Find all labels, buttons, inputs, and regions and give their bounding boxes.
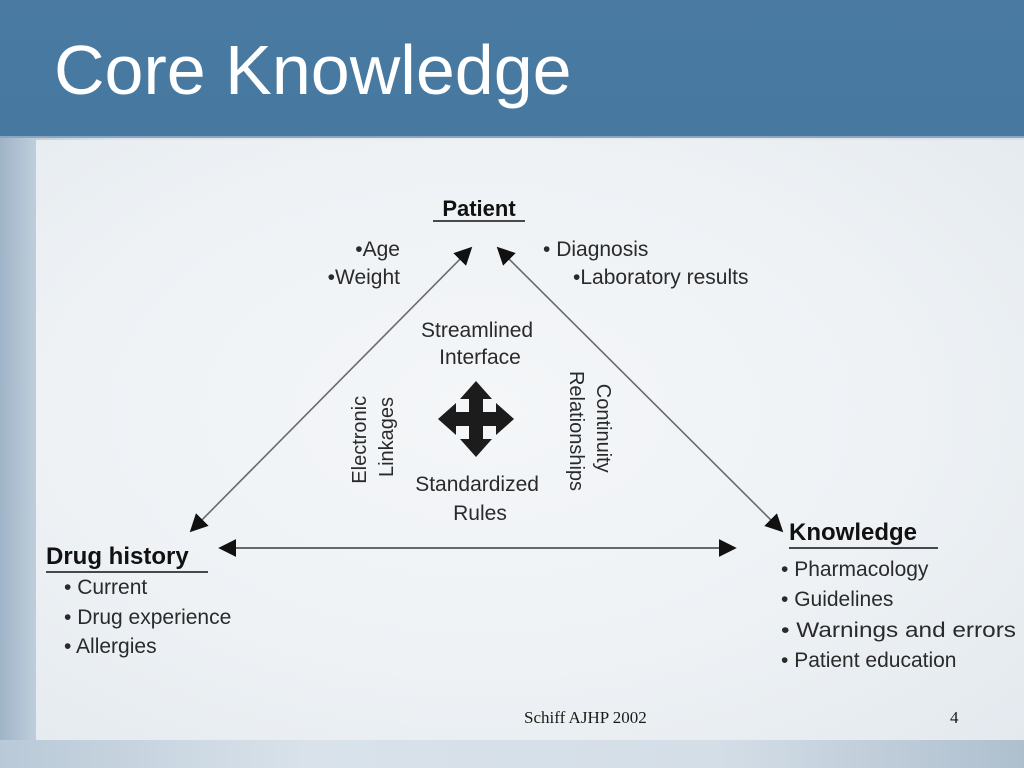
- center-top-label: Streamlined Interface: [421, 319, 539, 369]
- patient-item-weight: Weight: [335, 266, 400, 289]
- svg-text:• Current: • Current: [64, 576, 147, 599]
- svg-text:• Diagnosis: • Diagnosis: [543, 238, 648, 261]
- bullet-icon: •: [355, 238, 362, 261]
- knowledge-item: Warnings and errors: [796, 619, 1016, 642]
- center-top-line: Streamlined: [421, 319, 533, 342]
- footer-citation: Schiff AJHP 2002: [524, 708, 647, 727]
- center-top-line: Interface: [439, 346, 521, 369]
- node-knowledge-label: Knowledge: [789, 519, 917, 546]
- center-bottom-line: Rules: [453, 502, 507, 525]
- svg-text:• Pharmacology: • Pharmacology: [781, 558, 929, 581]
- bullet-icon: •: [328, 266, 335, 289]
- bullet-icon: •: [64, 635, 76, 658]
- svg-text:•Weight: •Weight: [328, 266, 401, 289]
- edge-right-line: Relationships: [565, 371, 587, 491]
- page-number: 4: [950, 708, 959, 727]
- bullet-icon: •: [781, 619, 796, 642]
- bottom-bar: [0, 740, 1024, 768]
- svg-text:•Age: •Age: [355, 238, 400, 261]
- bullet-icon: •: [543, 238, 556, 261]
- edge-left-line: Linkages: [376, 397, 398, 477]
- bullet-icon: •: [781, 588, 794, 611]
- slide-title: Core Knowledge: [54, 31, 572, 109]
- drug-history-item: Allergies: [76, 635, 157, 658]
- drug-history-item: Current: [77, 576, 147, 599]
- bullet-icon: •: [781, 558, 794, 581]
- center-bottom-label: Standardized Rules: [415, 473, 545, 525]
- svg-text:•Laboratory results: •Laboratory results: [573, 266, 748, 289]
- bullet-icon: •: [573, 266, 580, 289]
- edge-continuity-relationships: [496, 246, 784, 533]
- center-bottom-line: Standardized: [415, 473, 539, 496]
- edge-electronic-linkages: [189, 246, 473, 533]
- title-bar: Core Knowledge: [0, 0, 1024, 138]
- node-drug-history-label: Drug history: [46, 543, 189, 570]
- drug-history-item: Drug experience: [77, 606, 231, 629]
- bullet-icon: •: [64, 606, 77, 629]
- patient-item-laboratory-results: Laboratory results: [580, 266, 748, 289]
- knowledge-item: Pharmacology: [794, 558, 929, 581]
- svg-text:• Allergies: • Allergies: [64, 635, 157, 658]
- knowledge-item: Guidelines: [794, 588, 893, 611]
- four-way-arrow-icon: [438, 381, 514, 457]
- edge-left-label: Electronic Linkages: [349, 390, 398, 483]
- svg-text:• Drug experience: • Drug experience: [64, 606, 231, 629]
- knowledge-item: Patient education: [794, 649, 956, 672]
- node-patient-label: Patient: [442, 196, 516, 221]
- edge-left-line: Electronic: [349, 396, 371, 484]
- patient-item-age: Age: [363, 238, 400, 261]
- edge-right-line: Continuity: [592, 384, 614, 473]
- svg-text:• Patient education: • Patient education: [781, 649, 956, 672]
- bullet-icon: •: [781, 649, 794, 672]
- patient-item-diagnosis: Diagnosis: [556, 238, 648, 261]
- bullet-icon: •: [64, 576, 77, 599]
- svg-text:• Warnings and errors: • Warnings and errors: [781, 619, 1016, 642]
- svg-text:• Guidelines: • Guidelines: [781, 588, 893, 611]
- edge-right-label: Continuity Relationships: [565, 371, 614, 491]
